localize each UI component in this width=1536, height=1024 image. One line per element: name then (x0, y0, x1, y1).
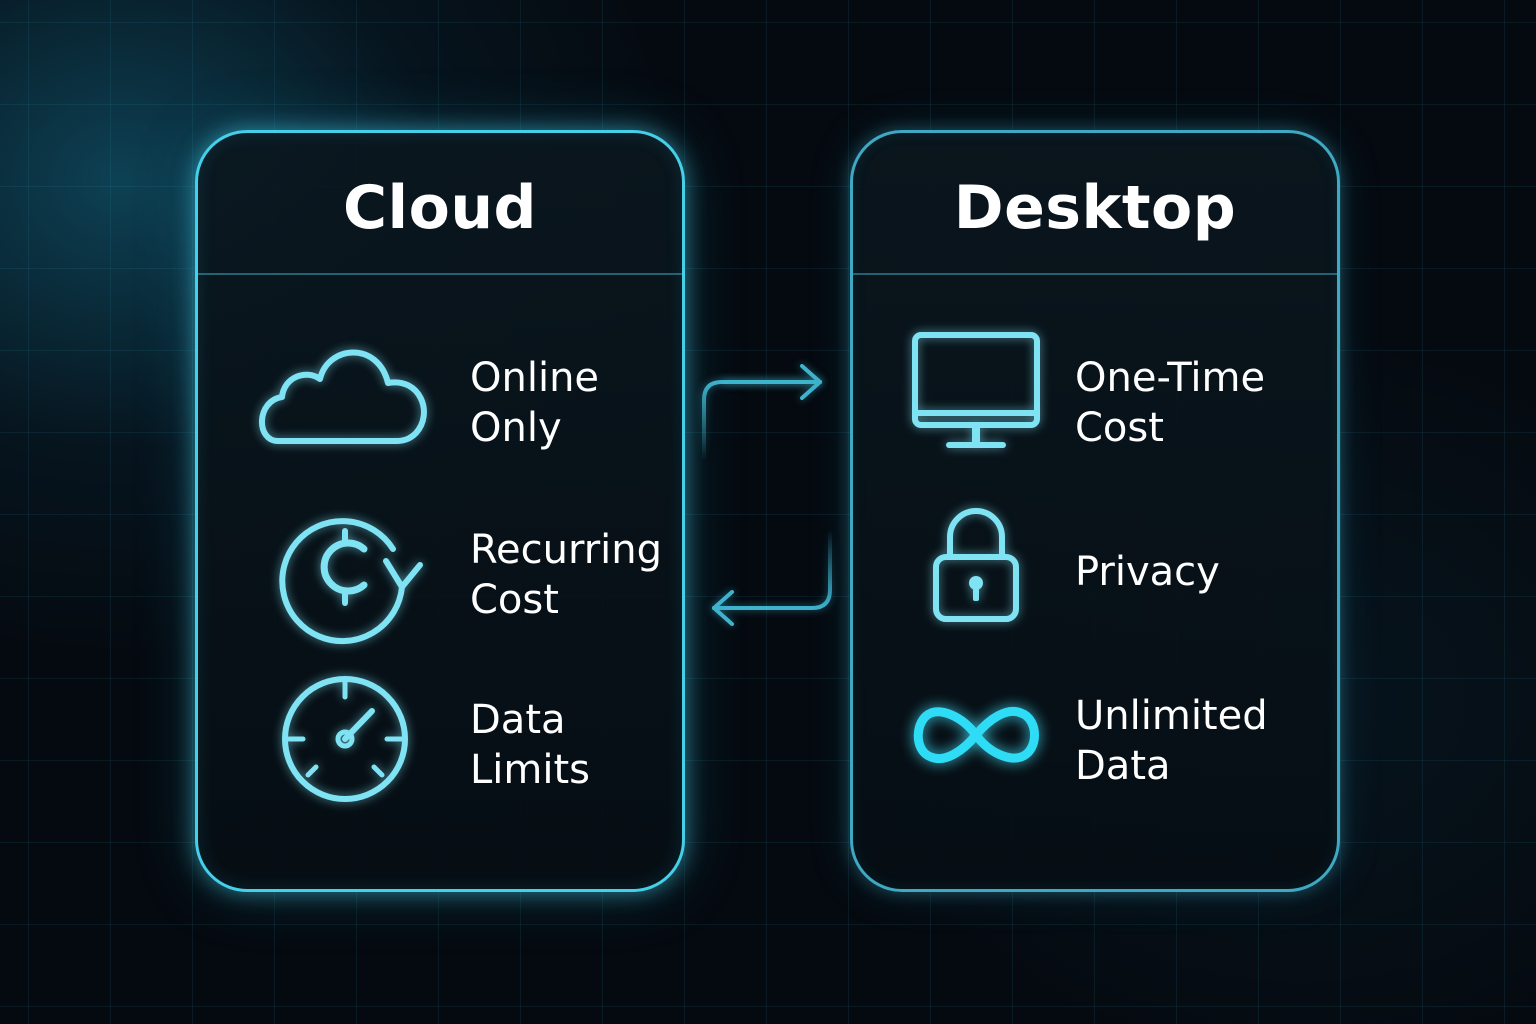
desktop-item-privacy: Privacy (853, 503, 1337, 643)
infinity-icon (883, 673, 1073, 813)
arrow-left-icon (712, 528, 832, 626)
desktop-item-one-time-cost: One-Time Cost (853, 329, 1337, 469)
cloud-item-data-limits: Data Limits (198, 671, 682, 811)
monitor-icon (883, 329, 1073, 469)
desktop-item-label: One-Time Cost (1075, 355, 1266, 451)
desktop-divider (853, 273, 1337, 275)
padlock-icon (883, 503, 1073, 643)
cloud-item-recurring-cost: Recurring Cost (198, 497, 682, 645)
cloud-item-label: Data Limits (470, 697, 590, 793)
desktop-item-label: Privacy (1075, 549, 1220, 595)
desktop-item-label: Unlimited Data (1075, 693, 1268, 789)
cloud-title: Cloud (343, 173, 537, 243)
cloud-item-online-only: Online Only (198, 323, 682, 463)
cloud-item-label: Online Only (470, 355, 600, 451)
desktop-item-unlimited-data: Unlimited Data (853, 673, 1337, 813)
cloud-panel: Cloud Online Only Recurring Cost (195, 130, 685, 892)
arrow-right-icon (722, 364, 822, 400)
cloud-item-label: Recurring Cost (470, 527, 662, 623)
cloud-icon (248, 323, 438, 463)
recurring-coin-icon (248, 497, 438, 645)
desktop-panel: Desktop One-Time Cost Privacy (850, 130, 1340, 892)
desktop-title: Desktop (953, 173, 1237, 243)
cloud-divider (198, 273, 682, 275)
speedometer-icon (248, 671, 438, 811)
connector-arrows (690, 350, 850, 640)
